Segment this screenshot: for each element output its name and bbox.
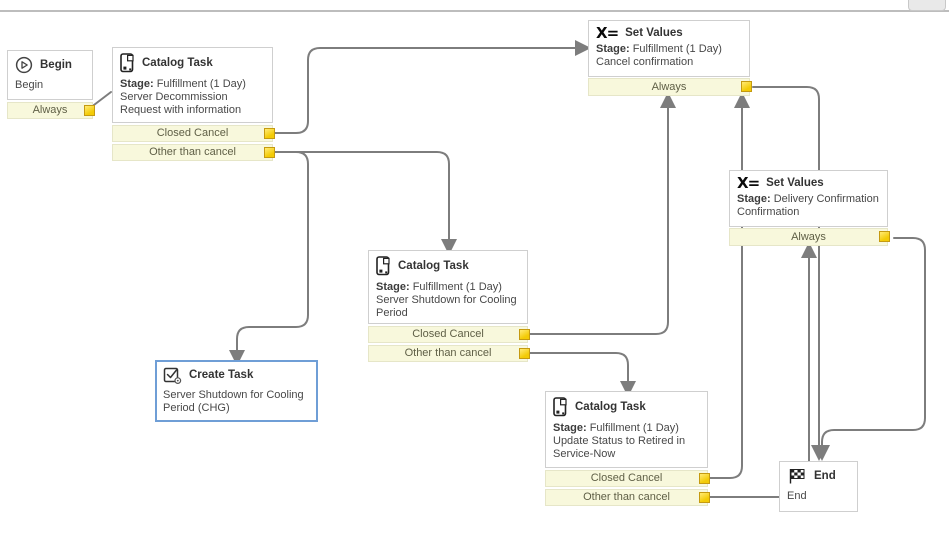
activity-create-task[interactable]: Create Task Server Shutdown for Cooling … bbox=[155, 360, 318, 422]
transition-port[interactable] bbox=[879, 231, 890, 242]
activity-title: Create Task bbox=[189, 369, 254, 381]
transition-other-than-cancel[interactable]: Other than cancel bbox=[545, 489, 710, 506]
connector-decommission-closedcancel-to-setvalues-cancel[interactable] bbox=[271, 40, 591, 134]
begin-play-icon bbox=[15, 56, 33, 74]
activity-description: Confirmation bbox=[737, 206, 800, 218]
transition-port[interactable] bbox=[699, 473, 710, 484]
activity-description: Cancel confirmation bbox=[596, 56, 694, 68]
stage-line: Stage: Fulfillment (1 Day) bbox=[376, 281, 502, 293]
activity-catalog-task-decommission[interactable]: Catalog Task Stage: Fulfillment (1 Day) … bbox=[112, 47, 275, 161]
connector-setvalues-confirmation-always-to-end[interactable] bbox=[814, 237, 926, 461]
transition-always[interactable]: Always bbox=[7, 102, 95, 119]
activity-description: Update Status to Retired in Service-Now bbox=[553, 435, 686, 460]
activity-title: Begin bbox=[40, 59, 72, 71]
catalog-task-icon bbox=[376, 256, 391, 276]
activity-catalog-task-shutdown[interactable]: Catalog Task Stage: Fulfillment (1 Day) … bbox=[368, 250, 530, 362]
transition-always[interactable]: Always bbox=[588, 78, 752, 96]
connector-shutdown-closedcancel-to-setvalues-cancel[interactable] bbox=[527, 92, 676, 335]
activity-title: End bbox=[814, 470, 836, 482]
transition-port[interactable] bbox=[741, 81, 752, 92]
transition-port[interactable] bbox=[699, 492, 710, 503]
activity-name: Begin bbox=[15, 79, 44, 91]
activity-description: Server Shutdown for Cooling Period bbox=[376, 294, 517, 319]
set-values-icon: X= bbox=[596, 24, 619, 42]
connector-decommission-otherthancancel-to-createtask[interactable] bbox=[229, 151, 309, 366]
set-values-icon: X= bbox=[737, 174, 760, 192]
activity-description: Server Shutdown for Cooling Period (CHG) bbox=[163, 389, 304, 414]
transition-label: Other than cancel bbox=[583, 491, 670, 503]
stage-line: Stage: Fulfillment (1 Day) bbox=[596, 43, 722, 55]
activity-title: Catalog Task bbox=[142, 57, 213, 69]
connector-setvalues-cancel-always-to-end[interactable] bbox=[752, 86, 827, 461]
catalog-task-icon bbox=[120, 53, 135, 73]
top-right-button-partial[interactable] bbox=[908, 0, 946, 11]
transition-port[interactable] bbox=[264, 128, 275, 139]
end-flag-icon bbox=[787, 467, 807, 485]
activity-set-values-confirmation[interactable]: X= Set Values Stage: Delivery Confirmati… bbox=[729, 170, 890, 246]
transition-label: Closed Cancel bbox=[412, 328, 484, 340]
activity-description: Server Decommission Request with informa… bbox=[120, 91, 242, 116]
create-task-icon bbox=[163, 366, 182, 384]
connector-shutdown-otherthancancel-to-retire[interactable] bbox=[527, 352, 636, 397]
stage-line: Stage: Delivery Confirmation bbox=[737, 193, 879, 205]
activity-title: Catalog Task bbox=[575, 401, 646, 413]
transition-port[interactable] bbox=[519, 348, 530, 359]
transition-label: Other than cancel bbox=[404, 347, 492, 359]
connector-retire-closedcancel-to-setvalues-cancel[interactable] bbox=[707, 92, 750, 479]
transition-label: Always bbox=[791, 231, 826, 243]
transition-label: Other than cancel bbox=[149, 146, 236, 158]
transition-port[interactable] bbox=[84, 105, 95, 116]
transition-closed-cancel[interactable]: Closed Cancel bbox=[545, 470, 710, 487]
stage-line: Stage: Fulfillment (1 Day) bbox=[120, 78, 246, 90]
activity-title: Set Values bbox=[766, 177, 824, 189]
transition-always[interactable]: Always bbox=[729, 228, 890, 246]
transition-closed-cancel[interactable]: Closed Cancel bbox=[112, 125, 275, 142]
transition-label: Always bbox=[651, 81, 687, 93]
transition-port[interactable] bbox=[519, 329, 530, 340]
activity-title: Catalog Task bbox=[398, 260, 469, 272]
activity-name: End bbox=[787, 490, 807, 502]
transition-label: Closed Cancel bbox=[590, 472, 663, 484]
activity-begin[interactable]: Begin Begin Always bbox=[7, 50, 95, 119]
transition-label: Always bbox=[32, 104, 68, 116]
activity-title: Set Values bbox=[625, 27, 683, 39]
activity-catalog-task-retire[interactable]: Catalog Task Stage: Fulfillment (1 Day) … bbox=[545, 391, 710, 506]
transition-closed-cancel[interactable]: Closed Cancel bbox=[368, 326, 530, 343]
transition-label: Closed Cancel bbox=[156, 127, 229, 139]
activity-end[interactable]: End End bbox=[779, 461, 858, 512]
activity-set-values-cancel-confirmation[interactable]: X= Set Values Stage: Fulfillment (1 Day)… bbox=[588, 20, 752, 96]
catalog-task-icon bbox=[553, 397, 568, 417]
transition-other-than-cancel[interactable]: Other than cancel bbox=[112, 144, 275, 161]
transition-other-than-cancel[interactable]: Other than cancel bbox=[368, 345, 530, 362]
stage-line: Stage: Fulfillment (1 Day) bbox=[553, 422, 679, 434]
canvas-top-border bbox=[0, 10, 949, 12]
transition-port[interactable] bbox=[264, 147, 275, 158]
connector-decommission-otherthancancel-to-shutdown[interactable] bbox=[271, 151, 457, 255]
